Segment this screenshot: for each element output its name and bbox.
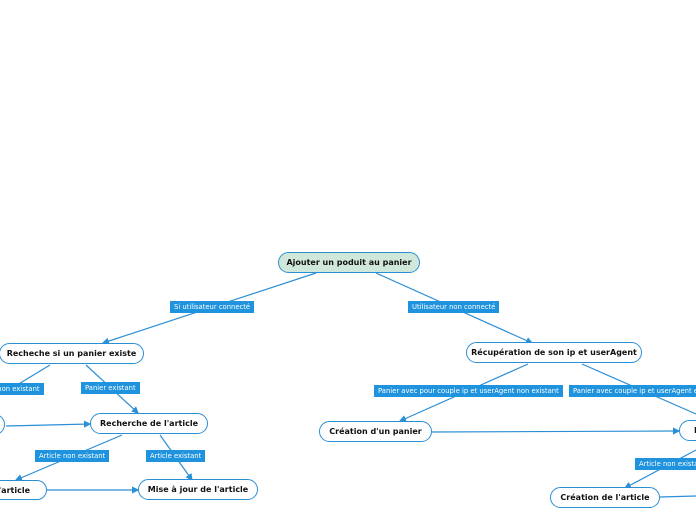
node-create-article-right[interactable]: Création de l'article <box>550 487 660 508</box>
label-couple-existing: Panier avec couple ip et userAgent exist… <box>569 385 696 397</box>
label-cart-not-existing: Panier non existant <box>0 383 44 395</box>
node-right-partial[interactable]: L <box>679 420 696 441</box>
node-check-cart[interactable]: Recheche si un panier existe <box>0 343 144 364</box>
node-update-article[interactable]: Mise à jour de l'article <box>138 479 258 500</box>
node-create-article-left[interactable]: Création de l'article <box>0 480 47 500</box>
label-article-existing: Article existant <box>146 450 206 462</box>
edge-create-cart-right-node <box>431 427 681 435</box>
node-retrieve-ip[interactable]: Récupération de son ip et userAgent <box>466 342 642 363</box>
node-root[interactable]: Ajouter un poduit au panier <box>278 252 420 273</box>
edge-create-article-right-out <box>659 495 696 498</box>
node-search-article-left[interactable]: Recherche de l'article <box>90 413 208 434</box>
node-create-article-left-text: Création de l'article <box>0 485 30 495</box>
label-article-not-existing-left: Article non existant <box>35 450 110 462</box>
label-connected: Si utilisateur connecté <box>170 301 255 313</box>
label-couple-not-existing: Panier avec pour couple ip et userAgent … <box>374 385 563 397</box>
label-article-not-existing-right: Article non existant <box>635 458 696 470</box>
edge-left-node-search-article <box>5 420 92 428</box>
label-not-connected: Utilisateur non connecté <box>408 301 500 313</box>
node-create-cart[interactable]: Création d'un panier <box>319 421 432 442</box>
label-cart-existing: Panier existant <box>81 382 140 394</box>
